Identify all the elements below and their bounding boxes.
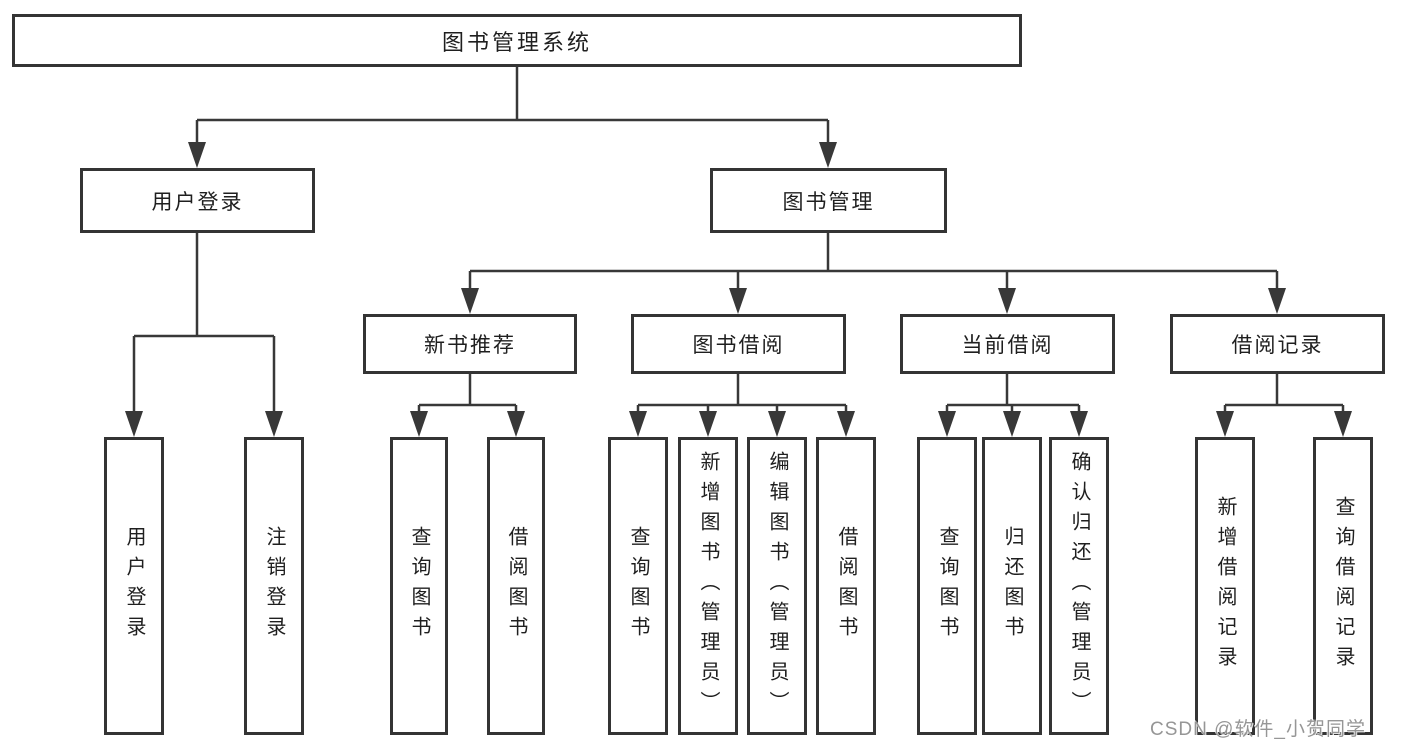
leaf-add-book-admin: 新增图书（管理员） [678, 437, 738, 735]
leaf-logout: 注销登录 [244, 437, 304, 735]
leaf-query-books-borrowing-label: 查询图书 [627, 526, 649, 646]
leaf-user-login: 用户登录 [104, 437, 164, 735]
leaf-query-borrow-record-label: 查询借阅记录 [1332, 496, 1354, 676]
leaf-borrow-books-borrowing-label: 借阅图书 [835, 526, 857, 646]
connector-current-borrowing-children [938, 374, 1088, 437]
arrowhead-down-icon [699, 411, 717, 437]
leaf-logout-label: 注销登录 [263, 526, 285, 646]
arrowhead-down-icon [1216, 411, 1234, 437]
leaf-query-borrow-record: 查询借阅记录 [1313, 437, 1373, 735]
leaf-confirm-return-admin-label: 确认归还（管理员） [1068, 451, 1090, 721]
leaf-edit-book-admin-label: 编辑图书（管理员） [766, 451, 788, 721]
arrowhead-down-icon [410, 411, 428, 437]
arrowhead-down-icon [265, 411, 283, 437]
leaf-return-books: 归还图书 [982, 437, 1042, 735]
leaf-add-borrow-record-label: 新增借阅记录 [1214, 496, 1236, 676]
node-user-login: 用户登录 [80, 168, 315, 233]
node-book-management: 图书管理 [710, 168, 947, 233]
leaf-confirm-return-admin: 确认归还（管理员） [1049, 437, 1109, 735]
connector-borrow-records-children [1216, 374, 1352, 437]
connector-user-login-children [125, 233, 283, 437]
arrowhead-down-icon [837, 411, 855, 437]
node-library-management-system: 图书管理系统 [12, 14, 1022, 67]
leaf-add-borrow-record: 新增借阅记录 [1195, 437, 1255, 735]
connector-root-to-level1 [188, 67, 837, 168]
connector-book-borrowing-children [629, 374, 855, 437]
arrowhead-down-icon [1070, 411, 1088, 437]
connector-book-management-children [461, 233, 1286, 314]
arrowhead-down-icon [629, 411, 647, 437]
leaf-query-books-borrowing: 查询图书 [608, 437, 668, 735]
arrowhead-down-icon [998, 288, 1016, 314]
arrowhead-down-icon [938, 411, 956, 437]
node-current-borrowing: 当前借阅 [900, 314, 1115, 374]
leaf-borrow-books-recommend-label: 借阅图书 [505, 526, 527, 646]
arrowhead-down-icon [1334, 411, 1352, 437]
leaf-query-books-current-label: 查询图书 [936, 526, 958, 646]
leaf-user-login-label: 用户登录 [123, 526, 145, 646]
leaf-borrow-books-borrowing: 借阅图书 [816, 437, 876, 735]
leaf-return-books-label: 归还图书 [1001, 526, 1023, 646]
arrowhead-down-icon [1268, 288, 1286, 314]
arrowhead-down-icon [188, 142, 206, 168]
node-book-borrowing: 图书借阅 [631, 314, 846, 374]
watermark: CSDN @软件_小贺同学 [1150, 719, 1366, 740]
arrowhead-down-icon [768, 411, 786, 437]
leaf-edit-book-admin: 编辑图书（管理员） [747, 437, 807, 735]
arrowhead-down-icon [461, 288, 479, 314]
arrowhead-down-icon [729, 288, 747, 314]
leaf-add-book-admin-label: 新增图书（管理员） [697, 451, 719, 721]
arrowhead-down-icon [819, 142, 837, 168]
leaf-query-books-recommend: 查询图书 [390, 437, 448, 735]
node-borrow-records: 借阅记录 [1170, 314, 1385, 374]
leaf-query-books-recommend-label: 查询图书 [408, 526, 430, 646]
connector-new-book-recommend-children [410, 374, 525, 437]
leaf-borrow-books-recommend: 借阅图书 [487, 437, 545, 735]
leaf-query-books-current: 查询图书 [917, 437, 977, 735]
arrowhead-down-icon [125, 411, 143, 437]
arrowhead-down-icon [1003, 411, 1021, 437]
arrowhead-down-icon [507, 411, 525, 437]
node-new-book-recommend: 新书推荐 [363, 314, 577, 374]
